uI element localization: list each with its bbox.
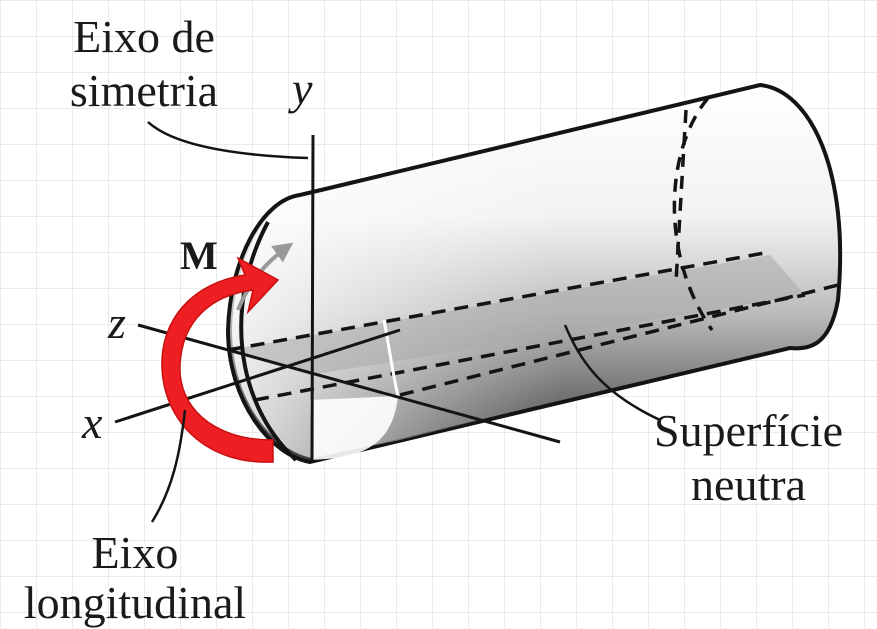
label-symmetry-axis-line2: simetria [69,65,219,116]
front-face [310,396,398,460]
hidden-line-bottom [399,283,839,397]
label-longitudinal-axis-line1: Eixo [91,527,179,578]
y-axis-line [310,134,315,461]
leader-line-neutral [563,324,661,422]
end-section-hidden [672,96,714,331]
moment-arrow [161,256,280,463]
label-axis-x: x [82,397,103,448]
label-neutral-surface: Superfície neutra [620,408,877,508]
label-neutral-surface-line1: Superfície [653,405,844,456]
label-moment: M [180,233,218,278]
leader-line-symmetry [147,121,309,160]
label-longitudinal-axis: Eixo longitudinal [0,530,270,626]
leader-line-longitudinal [150,409,187,523]
label-axis-z: z [108,297,126,348]
z-axis-line [137,323,561,444]
label-symmetry-axis-line1: Eixo de [73,11,215,62]
label-axis-y: y [292,63,313,114]
label-longitudinal-axis-line2: longitudinal [23,577,247,628]
end-section-vertical-hidden [674,109,688,283]
x-axis-line [114,328,401,424]
label-neutral-surface-line2: neutra [691,459,806,510]
neutral-cut-line [382,319,400,397]
neutral-surface-plane [228,255,805,375]
front-section-curve [239,221,298,462]
label-symmetry-axis: Eixo de simetria [44,14,244,114]
